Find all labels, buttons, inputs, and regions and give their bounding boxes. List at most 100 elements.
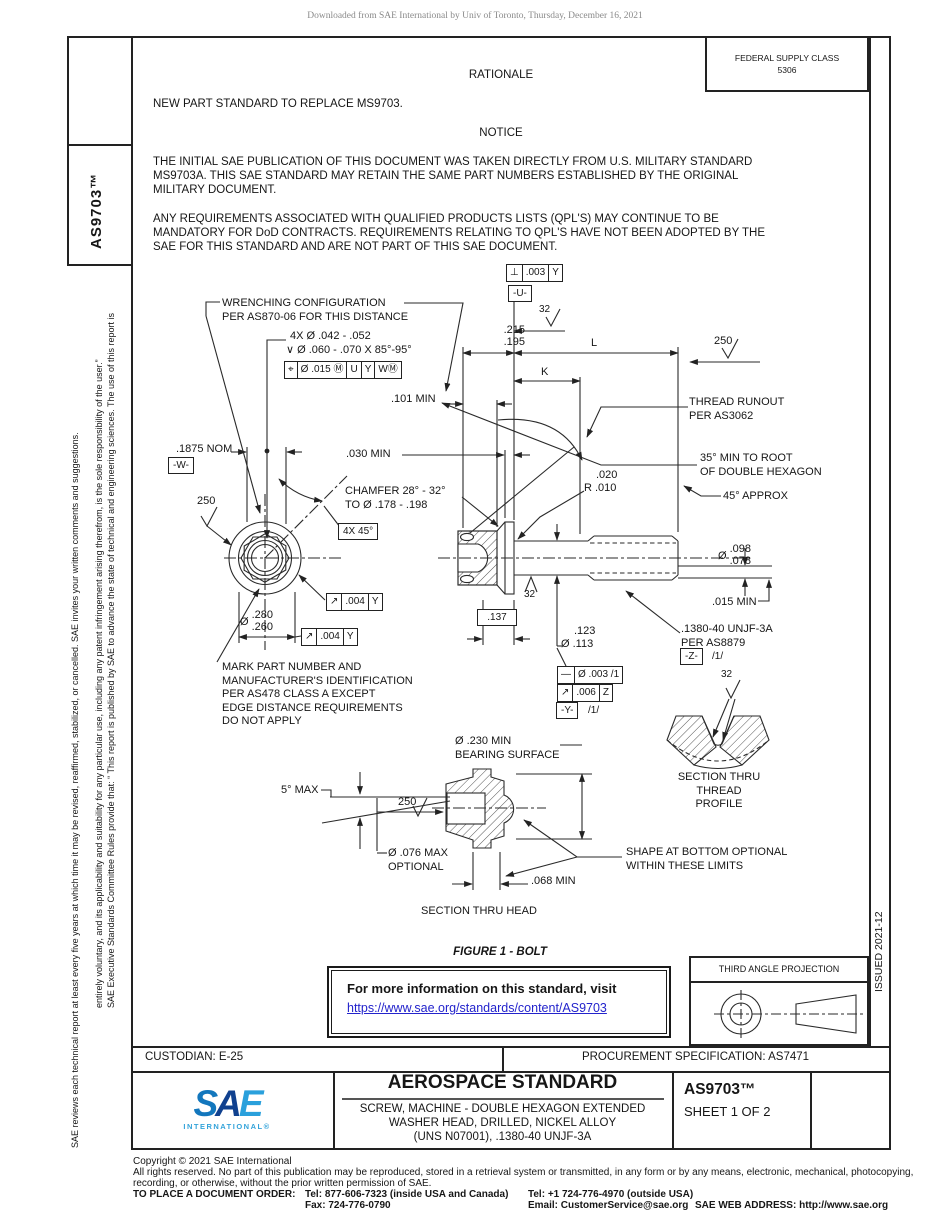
note-holes-line1: 4X Ø .042 - .052	[290, 330, 371, 342]
label-section-thread: SECTION THRU THREAD PROFILE	[677, 771, 761, 810]
rationale-body: NEW PART STANDARD TO REPLACE MS9703.	[153, 98, 403, 110]
notice-p1-line3: MILITARY DOCUMENT.	[153, 184, 277, 196]
dim-113: Ø .113	[561, 638, 594, 650]
title-block-divider-1	[333, 1073, 335, 1150]
sidebar-box-code	[67, 144, 133, 266]
note-thread-callout: .1380-40 UNJF-3A PER AS8879	[681, 623, 773, 649]
fcf-perp-tolerance: .003	[522, 264, 550, 282]
notice-p2-line2: MANDATORY FOR DoD CONTRACTS. REQUIREMENT…	[153, 227, 766, 239]
procurement-spec: PROCUREMENT SPECIFICATION: AS7471	[581, 1051, 810, 1063]
figure-caption: FIGURE 1 - BOLT	[453, 946, 547, 958]
notice-title: NOTICE	[479, 127, 523, 139]
federal-supply-box	[705, 36, 869, 92]
finish-32-shank: 32	[524, 589, 536, 600]
notice-p2-line3: SAE FOR THIS STANDARD AND ARE NOT PART O…	[153, 241, 558, 253]
right-column-rule	[869, 36, 871, 1046]
dim-1875-nom: .1875 NOM	[176, 443, 233, 455]
finish-250-right: 250	[714, 335, 733, 347]
standard-type: AEROSPACE STANDARD	[387, 1072, 618, 1093]
note-shape-optional: SHAPE AT BOTTOM OPTIONAL WITHIN THESE LI…	[626, 846, 788, 872]
projection-box: THIRD ANGLE PROJECTION	[689, 956, 869, 1046]
dim-K: K	[541, 366, 549, 378]
runout-icon: ↗	[301, 628, 318, 646]
dim-r-010: R .010	[584, 482, 617, 494]
standard-link[interactable]: https://www.sae.org/standards/content/AS…	[347, 1001, 607, 1015]
dim-4x45-box: 4X 45°	[338, 523, 379, 540]
dim-5-max: 5° MAX	[281, 784, 319, 796]
dim-137-box: .137	[477, 609, 517, 626]
dim-L: L	[591, 337, 598, 349]
dim-head-dia: Ø .280.260	[240, 609, 273, 633]
diameter-symbol: Ø	[240, 615, 249, 628]
dim-r-020: .020	[596, 469, 618, 481]
position-icon: ⌖	[284, 361, 298, 379]
dim-101-min: .101 MIN	[391, 393, 436, 405]
note-wrenching: WRENCHING CONFIGURATION PER AS870-06 FOR…	[222, 297, 409, 323]
order-tel-outside: Tel: +1 724-776-4970 (outside USA)	[528, 1189, 694, 1200]
note-marking: MARK PART NUMBER AND MANUFACTURER'S IDEN…	[222, 661, 413, 727]
dim-head-height: .215 .195	[503, 324, 525, 348]
title-block-divider-2	[672, 1073, 674, 1150]
custodian: CUSTODIAN: E-25	[145, 1051, 244, 1063]
sae-web-address: SAE WEB ADDRESS: http://www.sae.org	[695, 1200, 889, 1211]
note-ref-y: /1/	[588, 705, 600, 716]
info-box: For more information on this standard, v…	[327, 966, 671, 1038]
notice-p2-line1: ANY REQUIREMENTS ASSOCIATED WITH QUALIFI…	[153, 213, 719, 225]
dim-123: .123	[574, 625, 596, 637]
order-fax: Fax: 724-776-0790	[305, 1200, 391, 1211]
custodian-row-divider	[502, 1046, 504, 1073]
order-label: TO PLACE A DOCUMENT ORDER:	[133, 1189, 296, 1200]
federal-supply-label: FEDERAL SUPPLY CLASS	[734, 53, 840, 63]
projection-label: THIRD ANGLE PROJECTION	[691, 958, 867, 983]
dim-015-min: .015 MIN	[712, 596, 757, 608]
rationale-title: RATIONALE	[468, 69, 534, 81]
perpendicularity-icon: ⊥	[506, 264, 523, 282]
note-thread-runout: THREAD RUNOUT PER AS3062	[689, 396, 785, 422]
finish-250-bottom: 250	[398, 796, 417, 808]
note-hex-root: 35° MIN TO ROOT OF DOUBLE HEXAGON	[700, 452, 822, 478]
custodian-row-top-rule	[131, 1046, 891, 1048]
custodian-row-bottom-rule	[131, 1071, 891, 1073]
download-banner: Downloaded from SAE International by Uni…	[307, 11, 643, 21]
copyright-line2: All rights reserved. No part of this pub…	[133, 1167, 914, 1178]
fcf-pos-datum1: U	[347, 361, 362, 379]
order-email: Email: CustomerService@sae.org	[528, 1200, 689, 1211]
copyright-line3: recording, or otherwise, without the pri…	[133, 1178, 432, 1189]
fcf-pos-tolerance: Ø .015 Ⓜ	[297, 361, 348, 379]
finish-32-thread: 32	[721, 669, 733, 680]
sae-logo-subtext: INTERNATIONAL®	[183, 1122, 271, 1131]
title-line1: SCREW, MACHINE - DOUBLE HEXAGON EXTENDED	[359, 1103, 646, 1115]
dim-hole-dia: Ø .098.078	[718, 543, 751, 567]
dim-076-max: Ø .076 MAX OPTIONAL	[388, 847, 448, 873]
notice-p1-line1: THE INITIAL SAE PUBLICATION OF THIS DOCU…	[153, 156, 753, 168]
page-frame	[131, 36, 891, 1150]
doc-number: AS9703™	[684, 1081, 756, 1098]
order-tel-inside: Tel: 877-606-7323 (inside USA and Canada…	[305, 1189, 509, 1200]
title-line3: (UNS N07001), .1380-40 UNJF-3A	[413, 1131, 592, 1143]
sae-logo: SAE INTERNATIONAL®	[147, 1085, 307, 1131]
notice-p1-line2: MS9703A. THIS SAE STANDARD MAY RETAIN TH…	[153, 170, 739, 182]
federal-supply-value: 5306	[777, 65, 797, 75]
fcf-pos-datum3: WⓂ	[375, 361, 402, 379]
note-holes-line2: ∨ Ø .060 - .070 X 85°-95°	[286, 344, 412, 356]
note-ref-z: /1/	[712, 651, 724, 662]
datum-w: -W-	[168, 457, 194, 474]
fcf-perp-datum: Y	[549, 264, 563, 282]
runout-icon: ↗	[326, 593, 343, 611]
diameter-symbol: Ø	[718, 549, 727, 562]
straightness-icon: —	[557, 666, 575, 684]
info-box-text: For more information on this standard, v…	[347, 981, 617, 996]
dim-030-min: .030 MIN	[346, 448, 391, 460]
fcf-straightness: —Ø .003 /1	[557, 666, 624, 684]
title-divider-rule	[342, 1098, 664, 1100]
title-block-divider-3	[810, 1073, 812, 1150]
note-chamfer: CHAMFER 28° - 32° TO Ø .178 - .198	[345, 485, 446, 511]
datum-y: -Y-	[556, 702, 579, 719]
